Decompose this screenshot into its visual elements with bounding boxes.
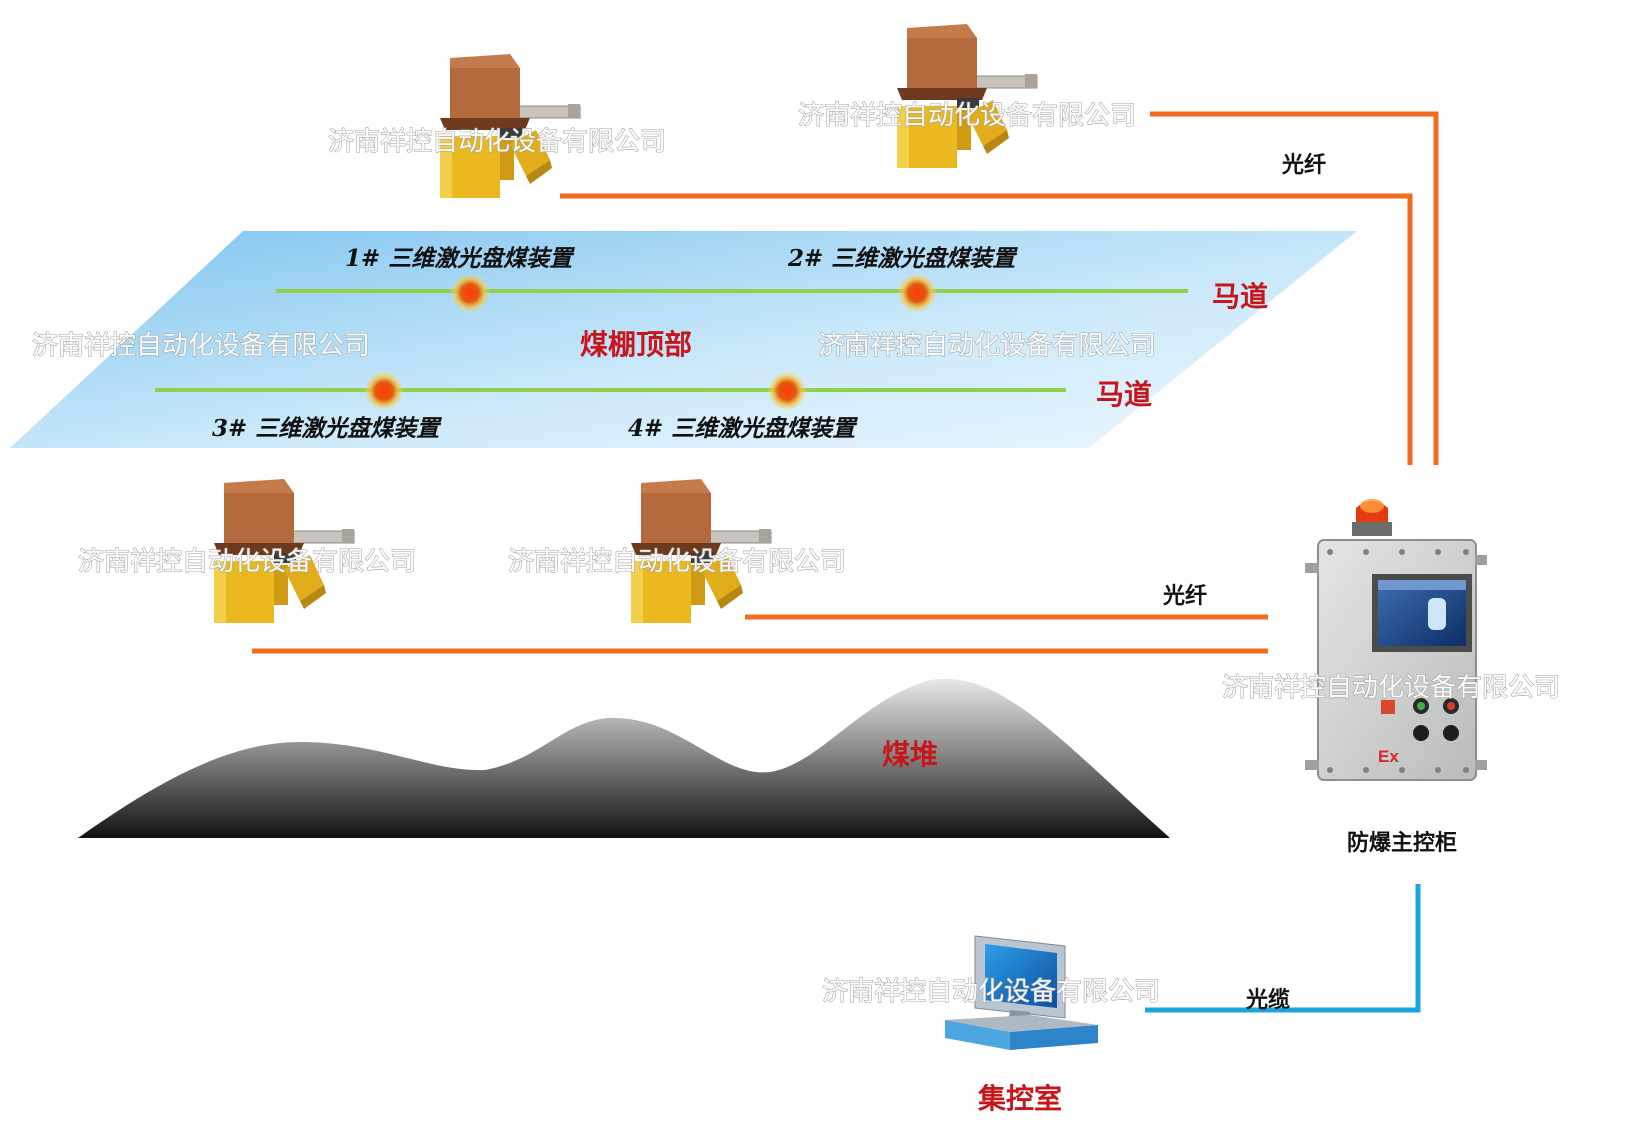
- watermark: 济南祥控自动化设备有限公司: [798, 101, 1136, 131]
- scanner-device-2: [896, 23, 1038, 169]
- cabinet-label: 防爆主控柜: [1347, 830, 1457, 856]
- control-room-label: 集控室: [977, 1082, 1062, 1115]
- control-room-computer: [945, 935, 1098, 1050]
- watermark: 济南祥控自动化设备有限公司: [822, 977, 1160, 1007]
- roof-title: 煤棚顶部: [580, 328, 692, 361]
- device-2-dot: [897, 273, 937, 313]
- watermark: 济南祥控自动化设备有限公司: [508, 547, 846, 577]
- device-2-label: 2# 三维激光盘煤装置: [787, 245, 1018, 272]
- fiber-line-device1: [560, 193, 1413, 465]
- walkway-label-1: 马道: [1212, 280, 1268, 313]
- device-3-dot: [364, 371, 404, 411]
- scanner-device-1: [439, 53, 581, 199]
- ex-mark: Ex: [1378, 747, 1399, 766]
- device-4-label: 4# 三维激光盘煤装置: [628, 415, 858, 442]
- watermark: 济南祥控自动化设备有限公司: [32, 331, 370, 361]
- explosion-proof-cabinet: Ex: [1305, 499, 1487, 781]
- fiber-links: [252, 111, 1439, 654]
- watermark: 济南祥控自动化设备有限公司: [1222, 673, 1560, 703]
- watermark: 济南祥控自动化设备有限公司: [78, 547, 416, 577]
- coal-shed-roof-plane: [10, 231, 1357, 448]
- walkway-label-2: 马道: [1096, 378, 1152, 411]
- optical-cable-label: 光缆: [1245, 987, 1290, 1013]
- cabinet-screen: [1378, 580, 1466, 646]
- fiber-line-device2: [1150, 111, 1439, 465]
- device-1-label: 1# 三维激光盘煤装置: [345, 245, 575, 272]
- coal-pile-label: 煤堆: [882, 738, 938, 771]
- optical-cable-line: [1145, 884, 1421, 1013]
- device-1-dot: [450, 273, 490, 313]
- device-3-label: 3# 三维激光盘煤装置: [212, 415, 442, 442]
- coal-pile: [78, 678, 1170, 838]
- fiber-label-bottom: 光纤: [1162, 583, 1207, 609]
- watermark: 济南祥控自动化设备有限公司: [818, 331, 1156, 361]
- fiber-label-top: 光纤: [1281, 152, 1326, 178]
- watermark: 济南祥控自动化设备有限公司: [328, 127, 666, 157]
- device-4-dot: [767, 371, 807, 411]
